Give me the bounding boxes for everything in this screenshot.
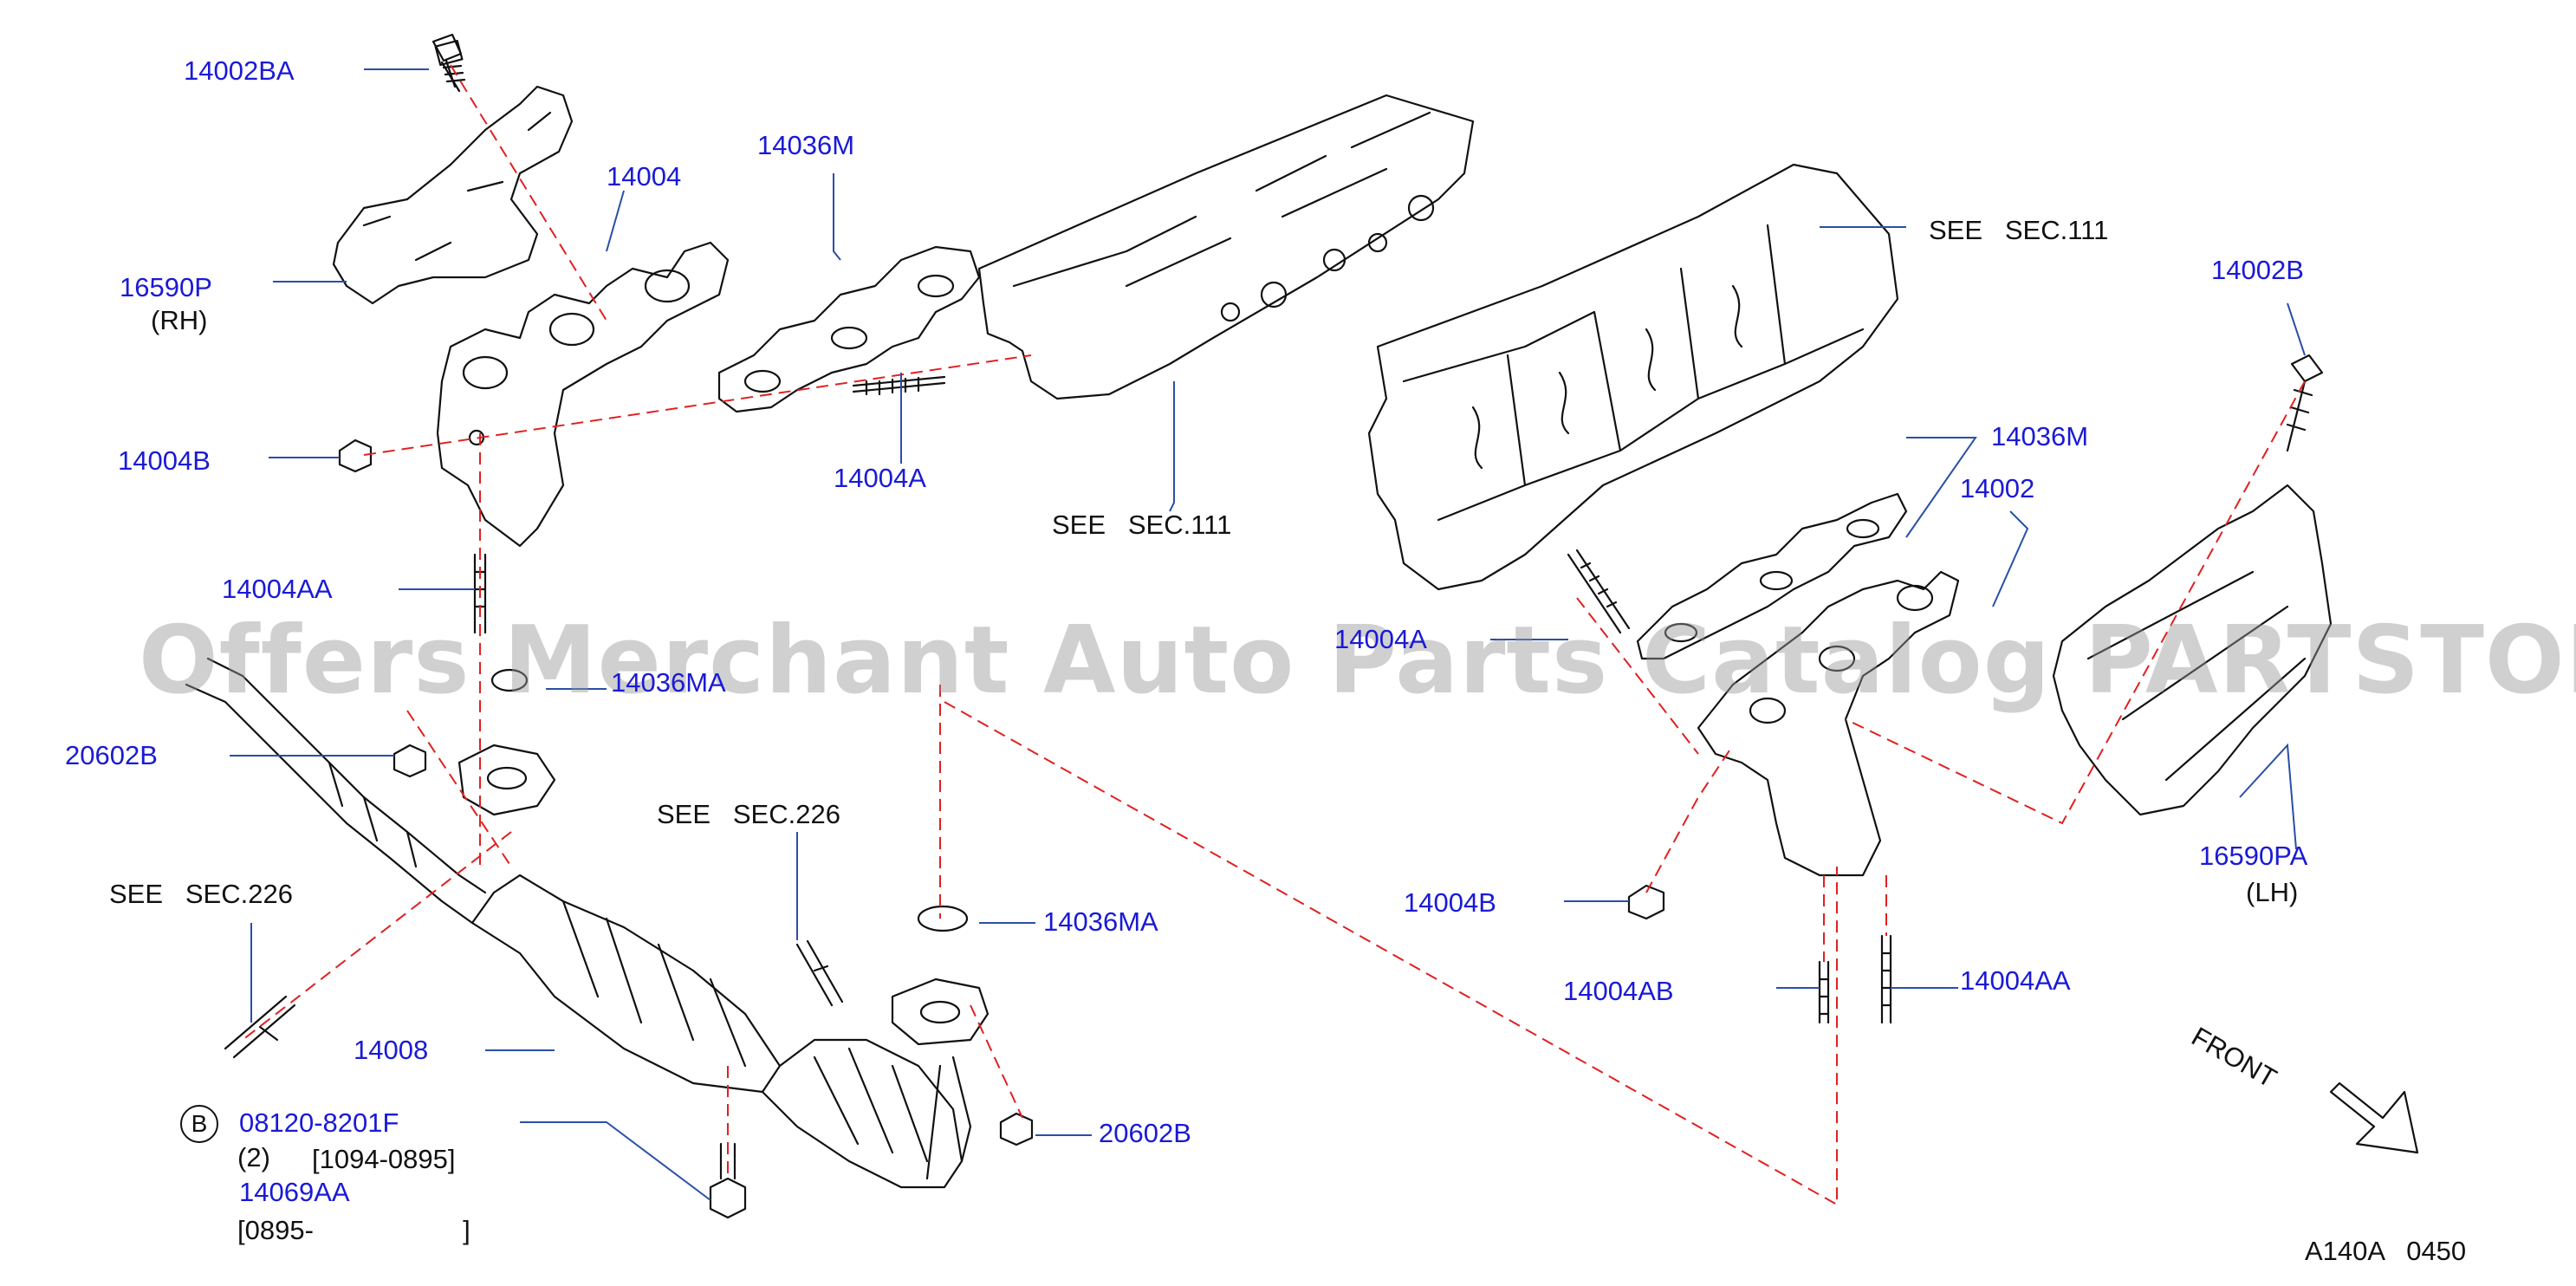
part-label-14036M-right[interactable]: 14036M [1991, 421, 2089, 451]
flange-lower [891, 977, 990, 1046]
part-label-14036M[interactable]: 14036M [757, 130, 855, 160]
see-sec111-right: SEE SEC.111 [1929, 215, 2109, 245]
part-label-14004AA-right[interactable]: 14004AA [1960, 965, 2071, 996]
lh-label: (LH) [2246, 877, 2299, 907]
stud-14004A-right [1567, 549, 1631, 634]
part-label-14002BA[interactable]: 14002BA [184, 55, 295, 86]
stud-14004AA-right [1880, 934, 1892, 1024]
see-sec226-left: SEE SEC.226 [109, 879, 293, 909]
part-label-14004A-right[interactable]: 14004A [1334, 624, 1427, 654]
nut-20602B-left [393, 744, 427, 778]
bolt-14002B [2286, 354, 2324, 452]
sensor-mid [795, 939, 844, 1007]
front-tube-upper [206, 657, 487, 894]
nut-14004B-left [338, 438, 373, 473]
gasket-14036MA-right [917, 905, 969, 932]
part-label-14069AA[interactable]: 14069AA [239, 1177, 350, 1207]
gasket-lh [1636, 492, 1908, 660]
part-label-14002B[interactable]: 14002B [2211, 255, 2304, 285]
part-label-14004A-left[interactable]: 14004A [834, 463, 926, 493]
part-label-14004B-right[interactable]: 14004B [1404, 887, 1496, 918]
part-label-14004B-left[interactable]: 14004B [118, 445, 211, 476]
bolt-14069AA [709, 1142, 747, 1219]
part-label-20602B-right[interactable]: 20602B [1099, 1118, 1191, 1148]
see-sec111-mid: SEE SEC.111 [1052, 510, 1232, 540]
part-label-14036MA-mid[interactable]: 14036MA [611, 667, 726, 698]
cylinder-head-rh [977, 94, 1475, 400]
date-range-2: [0895- ] [237, 1215, 470, 1245]
gasket-14036MA-mid [490, 668, 529, 692]
heat-shield-rh [332, 85, 574, 305]
part-label-08120-8201F[interactable]: 08120-8201F [239, 1107, 399, 1138]
front-arrow-icon [2329, 1081, 2419, 1154]
cylinder-head-lh [1367, 163, 1899, 591]
exhaust-manifold-rh [436, 241, 730, 548]
flange-upper [457, 744, 556, 816]
sensor-left [224, 995, 296, 1059]
stud-14004A-left [852, 375, 946, 396]
rh-label: (RH) [151, 305, 208, 335]
part-label-14036MA-right[interactable]: 14036MA [1043, 906, 1158, 937]
watermark: Offers Merchant Auto Parts Catalog PARTS… [139, 607, 2576, 715]
heat-shield-lh [2052, 484, 2333, 816]
badge-b: B [180, 1105, 218, 1143]
exhaust-manifold-lh [1697, 570, 1960, 877]
see-sec226-mid: SEE SEC.226 [657, 799, 840, 829]
quantity-label: (2) [237, 1142, 270, 1172]
part-label-14008[interactable]: 14008 [354, 1035, 429, 1065]
part-label-14004AB[interactable]: 14004AB [1563, 976, 1674, 1006]
part-label-14002[interactable]: 14002 [1960, 473, 2035, 503]
nut-14004B-right [1627, 884, 1665, 920]
part-label-16590PA[interactable]: 16590PA [2199, 841, 2308, 871]
part-label-20602B-left[interactable]: 20602B [65, 740, 158, 770]
date-range-1: [1094-0895] [312, 1144, 456, 1174]
part-label-16590P[interactable]: 16590P [120, 272, 212, 302]
stud-14004AB [1818, 960, 1830, 1024]
part-label-14004[interactable]: 14004 [607, 161, 682, 192]
diagram-code: A140A 0450 [2305, 1236, 2467, 1266]
part-label-14004AA-left[interactable]: 14004AA [222, 574, 333, 604]
catalyst-body [470, 874, 782, 1094]
nut-20602B-right [999, 1112, 1034, 1146]
gasket-rh [717, 245, 981, 413]
